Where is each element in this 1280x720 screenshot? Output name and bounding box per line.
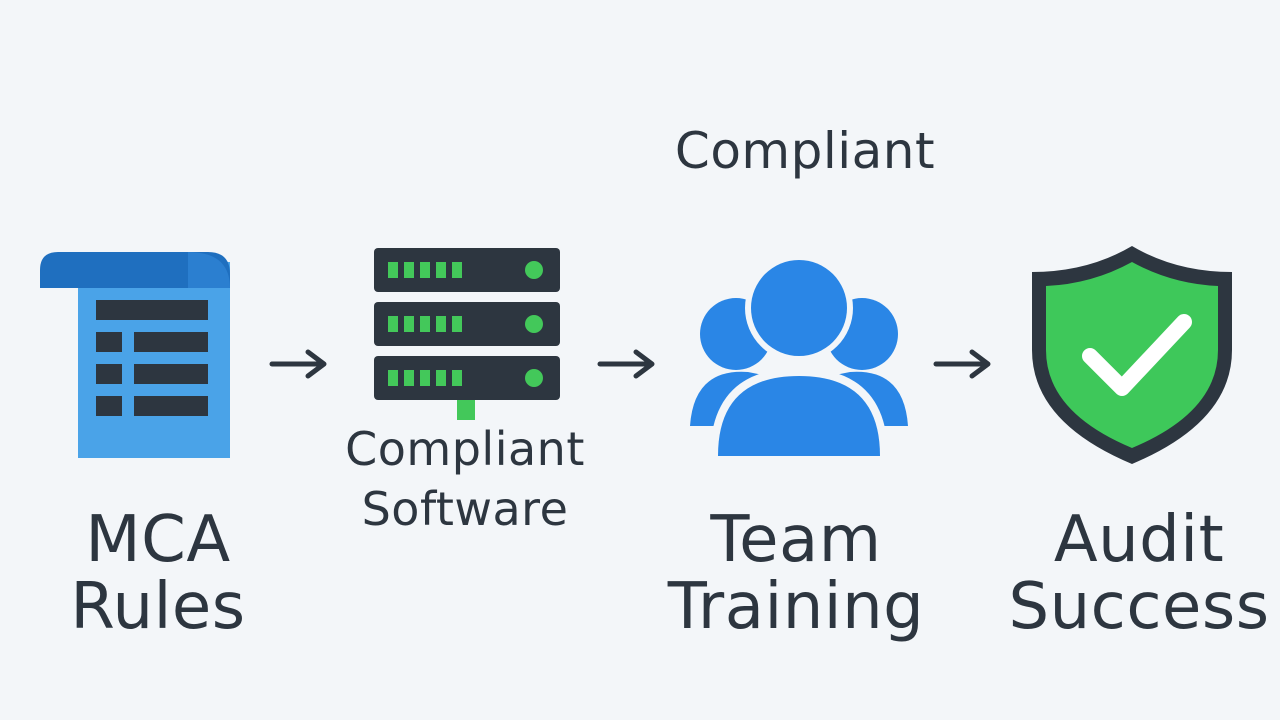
step-1-label-line1: MCA bbox=[85, 503, 231, 577]
step-4-label-line2: Success bbox=[1008, 570, 1270, 644]
arrow-right-icon bbox=[268, 346, 332, 382]
top-label: Compliant bbox=[674, 122, 936, 180]
step-2-label-line2: Software bbox=[361, 482, 569, 536]
arrow-right-icon bbox=[932, 346, 996, 382]
arrow-right-icon bbox=[596, 346, 660, 382]
document-icon bbox=[38, 250, 234, 462]
step-4-label-line1: Audit bbox=[1053, 503, 1225, 577]
server-icon bbox=[372, 246, 562, 422]
team-icon bbox=[688, 256, 910, 460]
step-3-label-line1: Team bbox=[710, 503, 882, 577]
step-2-label-line1: Compliant bbox=[345, 422, 585, 476]
step-1-label-line2: Rules bbox=[70, 570, 246, 644]
shield-check-icon bbox=[1026, 242, 1238, 468]
step-3-label-line2: Training bbox=[667, 570, 925, 644]
